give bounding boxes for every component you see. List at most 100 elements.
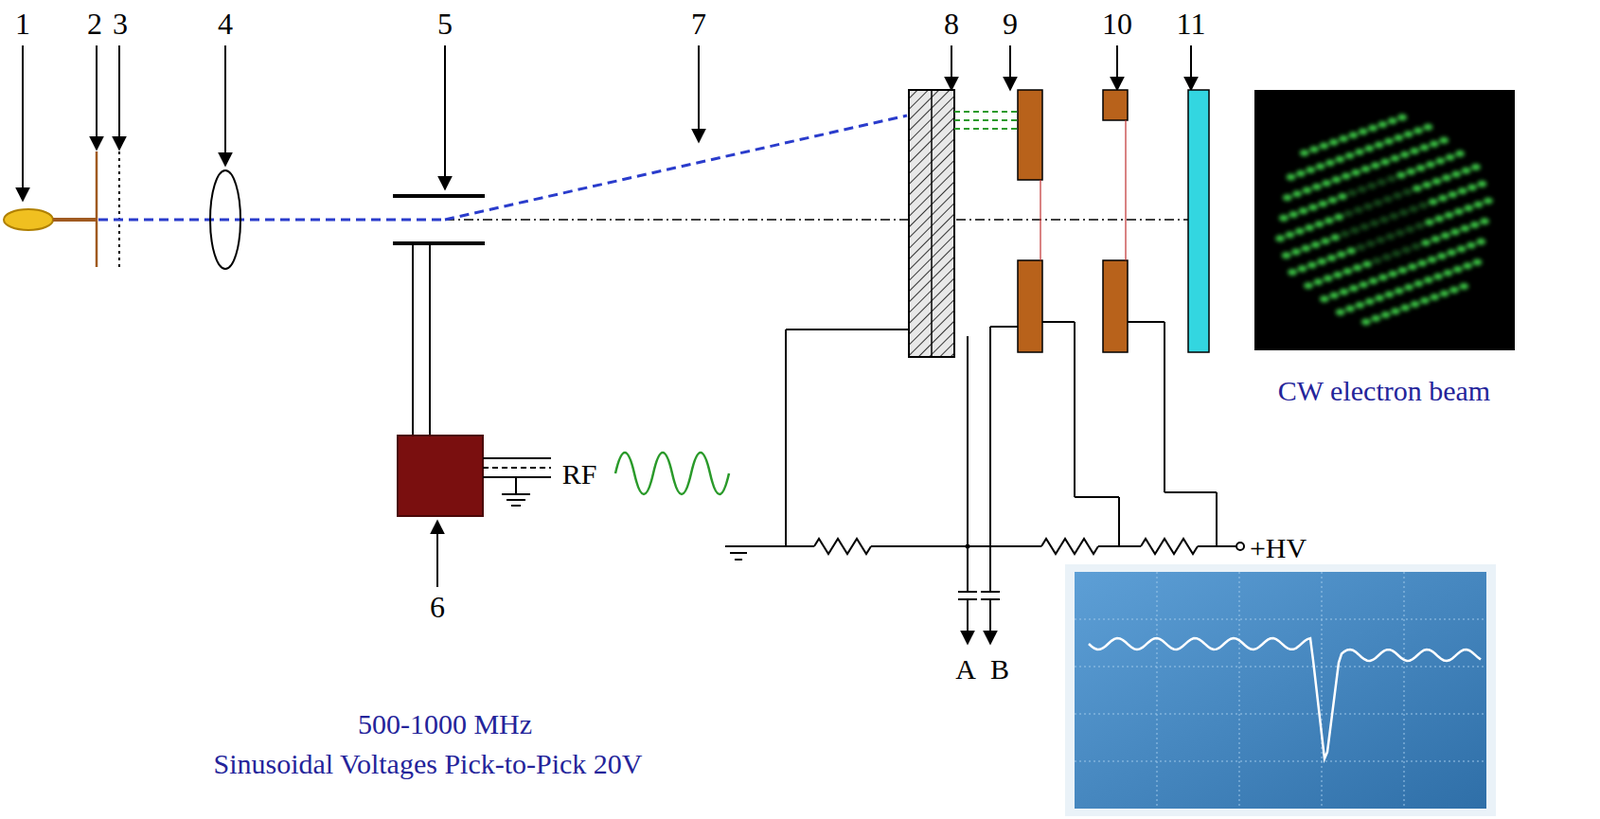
diffraction-spot — [1288, 211, 1298, 218]
diffraction-spot — [1318, 142, 1329, 150]
callout-number: 11 — [1176, 7, 1207, 41]
diffraction-spot — [1422, 181, 1432, 189]
diffraction-spot — [1362, 261, 1372, 268]
diffraction-spot — [1336, 250, 1347, 258]
diffraction-spot — [1476, 180, 1487, 188]
diffraction-spot — [1453, 266, 1463, 273]
diffraction-spot — [1313, 278, 1323, 285]
diffraction-spot — [1333, 271, 1343, 279]
diffraction-spot — [1400, 304, 1410, 312]
callout-number: 10 — [1102, 7, 1133, 41]
phosphor-screen — [1188, 89, 1209, 353]
diffraction-spot — [1304, 224, 1315, 232]
diffraction-spot — [1287, 268, 1298, 276]
diffraction-spot — [1446, 248, 1457, 256]
diffraction-spot — [1405, 168, 1416, 176]
diffraction-spot — [1359, 223, 1369, 231]
electron-source — [3, 209, 54, 231]
diffraction-spot — [1422, 124, 1433, 131]
diffraction-spot — [1368, 124, 1378, 132]
diffraction-spot — [1411, 243, 1422, 250]
diffraction-spot — [1349, 284, 1359, 292]
diffraction-spot — [1402, 188, 1412, 196]
diffraction-spot — [1312, 183, 1322, 191]
diffraction-spot — [1401, 246, 1411, 253]
diffraction-spot — [1454, 208, 1464, 215]
diffraction-spot — [1319, 295, 1330, 303]
diffraction-spot — [1305, 166, 1316, 174]
diffraction-spot — [1387, 117, 1398, 125]
diffraction-spot — [1388, 213, 1399, 220]
diffraction-spot — [1386, 232, 1396, 240]
callout-number: 5 — [437, 7, 453, 41]
deflector-plate — [392, 241, 485, 246]
diffraction-spot — [1471, 163, 1481, 171]
diffraction-spot — [1329, 139, 1339, 146]
diffraction-spot — [1424, 218, 1435, 226]
diffraction-spots — [1275, 113, 1494, 325]
diffraction-spot — [1358, 127, 1369, 135]
callout-number: 1 — [15, 7, 31, 41]
diffraction-spot — [1354, 148, 1365, 156]
diffraction-spot — [1308, 203, 1318, 211]
diffraction-spot — [1450, 229, 1460, 236]
diffraction-spot — [1333, 213, 1344, 221]
diffraction-spot — [1334, 156, 1345, 163]
coax-line — [482, 458, 552, 506]
diffraction-spot — [1311, 241, 1321, 249]
diffraction-spot — [1301, 187, 1312, 195]
diffraction-spot — [1380, 158, 1390, 165]
diffraction-spot — [1348, 131, 1358, 139]
caption-label: CW electron beam — [1278, 374, 1491, 407]
diffraction-spot — [1364, 144, 1374, 152]
mcp-divider — [930, 89, 933, 357]
diffraction-spot — [1351, 169, 1361, 177]
diffraction-spot — [1343, 210, 1353, 217]
diffraction-spot — [1451, 170, 1461, 178]
diffraction-spot — [1286, 174, 1297, 181]
diffraction-spot — [1447, 191, 1458, 198]
diffraction-spot — [1415, 222, 1425, 230]
diffraction-spot — [1345, 305, 1355, 313]
diffraction-spot — [1354, 302, 1365, 309]
diffraction-spot — [1397, 113, 1407, 121]
diffraction-spot — [1315, 162, 1326, 170]
diffraction-spot — [1381, 311, 1391, 319]
mesh-line — [1124, 120, 1126, 261]
frequency-label: 500-1000 MHz — [357, 708, 533, 740]
diffraction-spot — [1281, 251, 1292, 259]
electrode-block — [1102, 260, 1128, 353]
diffraction-spot — [1357, 186, 1368, 194]
diffraction-spot — [1386, 175, 1397, 182]
diffraction-spot — [1439, 137, 1449, 144]
diffraction-spot — [1296, 170, 1306, 178]
diffraction-spot — [1413, 126, 1423, 134]
diffraction-spot — [1421, 239, 1431, 247]
diffraction-spot — [1295, 228, 1305, 235]
feed-line — [428, 243, 431, 436]
diffraction-spot — [1404, 226, 1415, 233]
diffraction-spot — [1384, 290, 1394, 298]
diffraction-spot — [1475, 238, 1486, 246]
diffraction-spot — [1440, 289, 1450, 297]
output-arrows — [967, 599, 991, 644]
diffraction-spot — [1335, 308, 1346, 316]
diffraction-spot — [1363, 202, 1373, 210]
lens — [210, 170, 241, 269]
diffraction-spot — [1392, 192, 1403, 199]
diffraction-spot — [1309, 145, 1319, 153]
diffraction-spot — [1366, 240, 1376, 248]
callout-number: 7 — [691, 7, 707, 41]
diffraction-spot — [1298, 207, 1309, 214]
diffraction-spot — [1345, 152, 1355, 160]
diffraction-spot — [1474, 200, 1484, 208]
diffraction-spot — [1317, 200, 1328, 208]
diffraction-spot — [1391, 249, 1402, 257]
diffraction-spot — [1370, 315, 1381, 322]
diffraction-spot — [1431, 177, 1441, 185]
diffraction-spot — [1360, 165, 1370, 173]
diffraction-spot — [1387, 270, 1398, 278]
diffraction-spot — [1307, 262, 1317, 269]
diffraction-spot — [1383, 195, 1393, 203]
